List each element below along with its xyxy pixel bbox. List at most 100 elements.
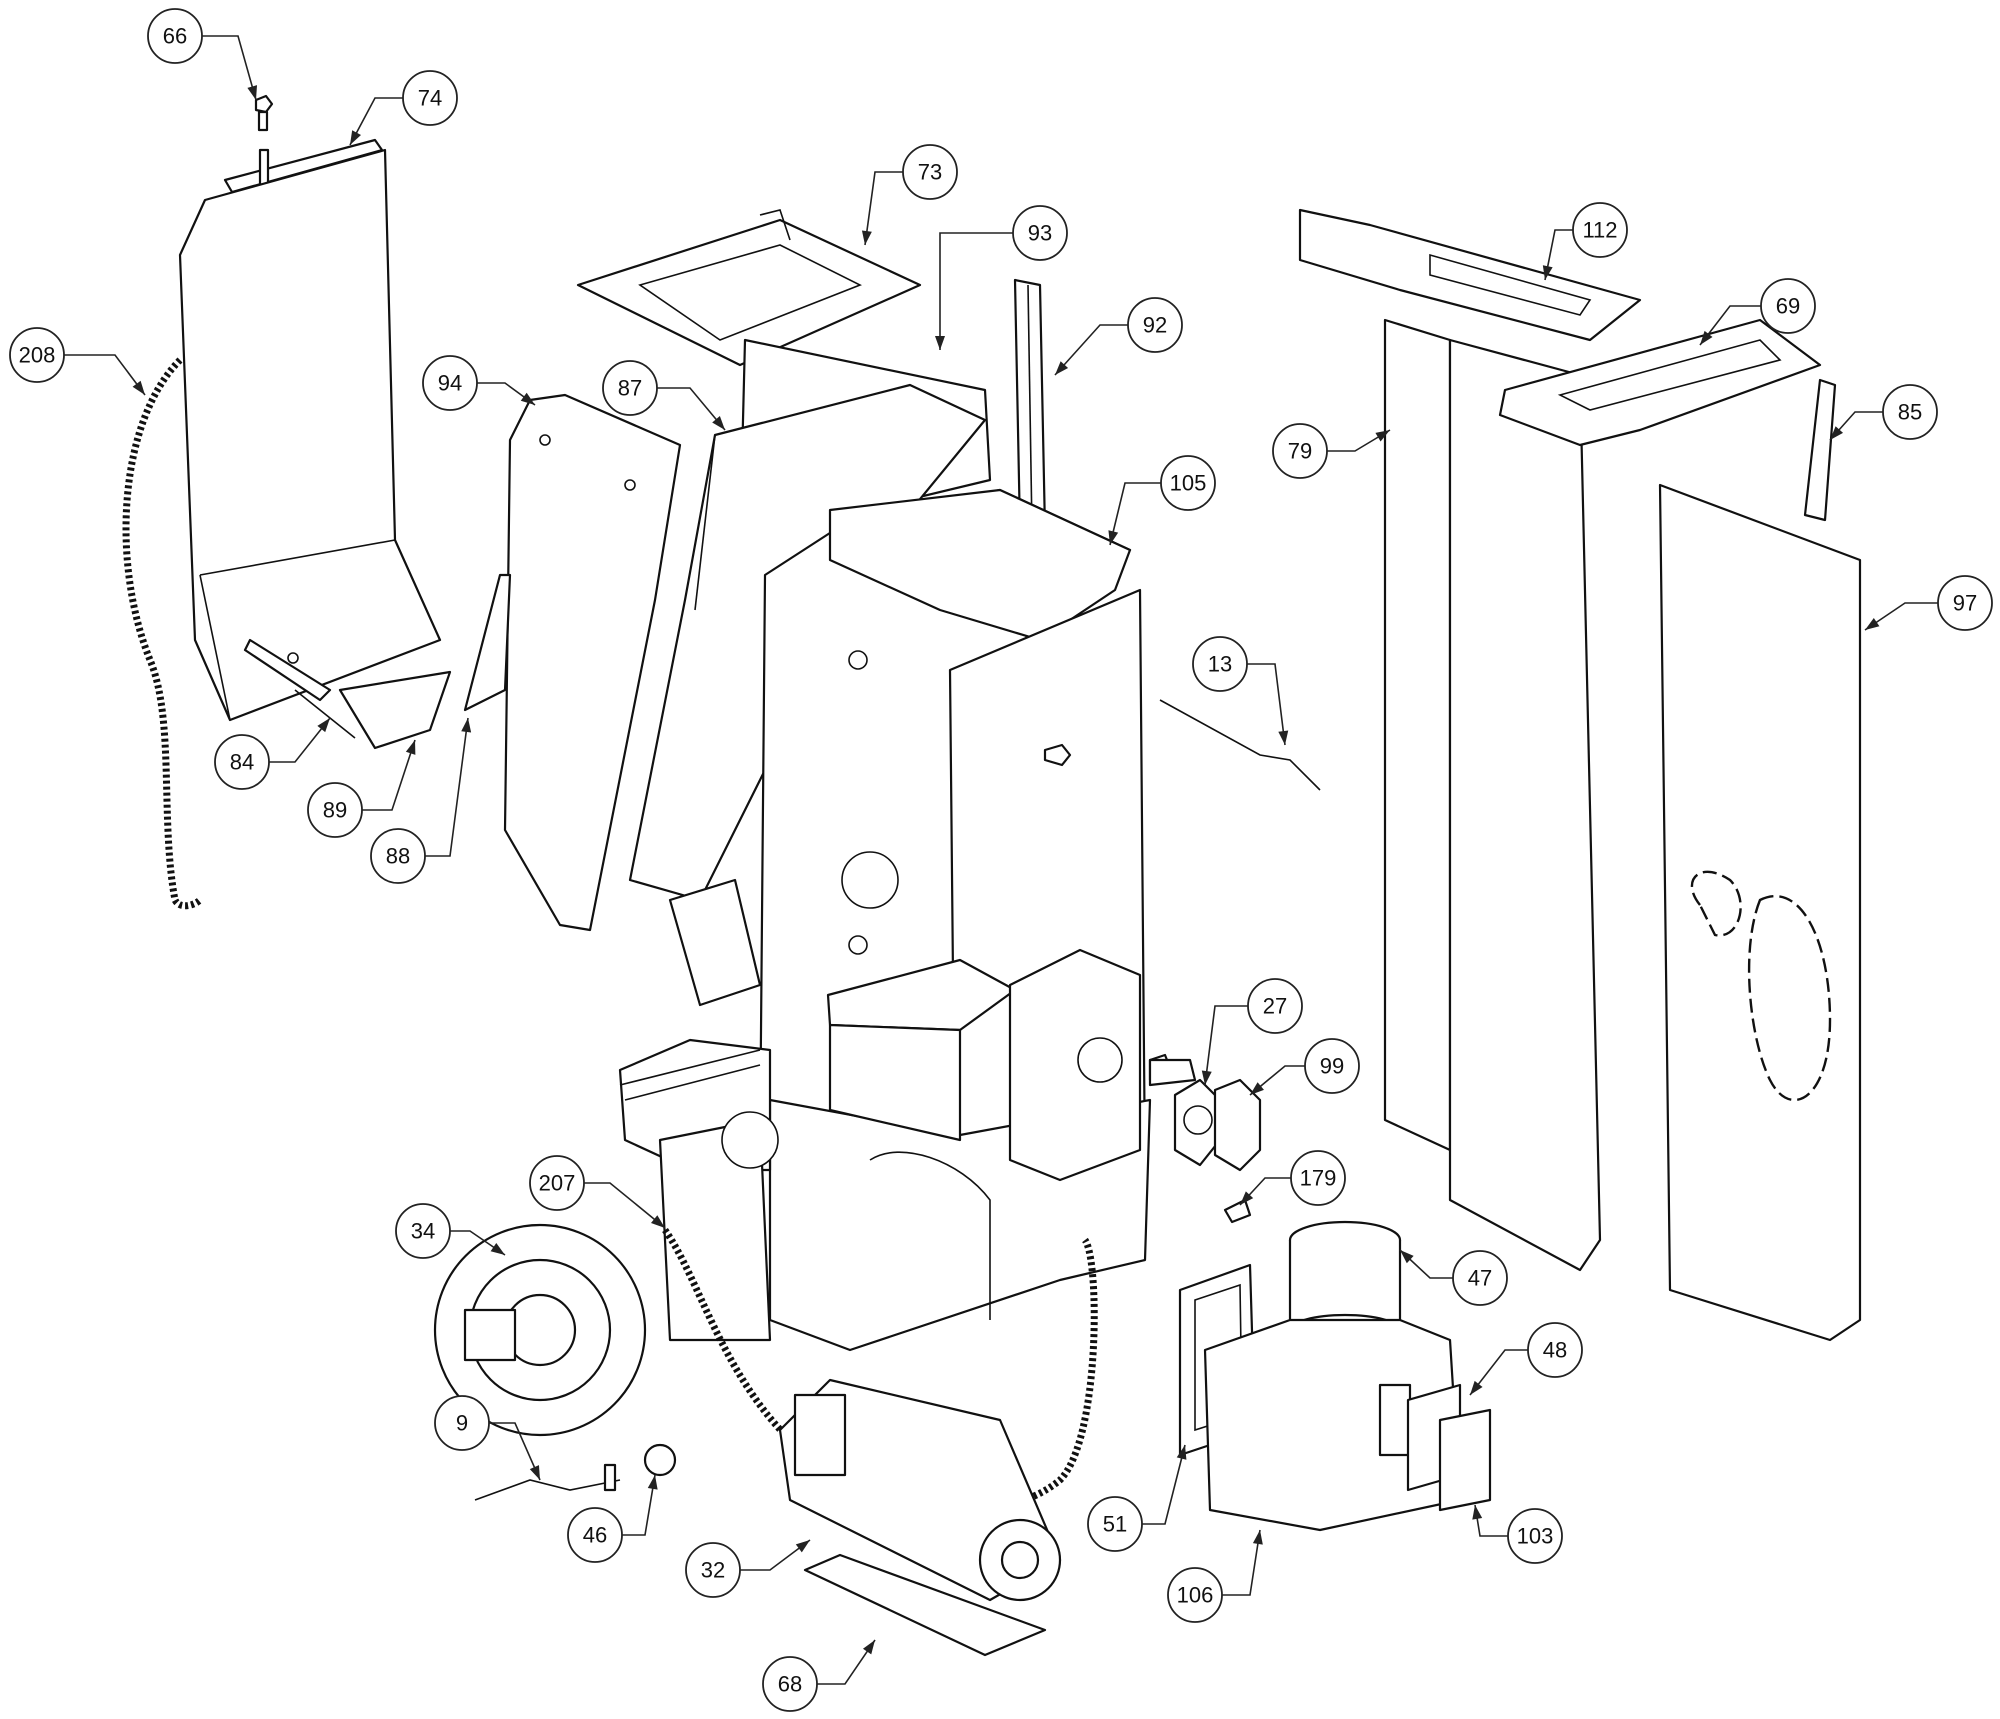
leader-arrowhead-79	[1375, 430, 1390, 442]
leader-arrowhead-93	[935, 336, 945, 350]
callout-label-89: 89	[323, 798, 347, 823]
leader-line-85	[1829, 411, 1883, 441]
leader-line-32	[740, 1539, 811, 1571]
callout-circle-85	[1882, 384, 1938, 440]
lower-cabinet-base	[768, 948, 1197, 1352]
callout-circle-89	[307, 782, 363, 838]
leader-line-74	[349, 97, 403, 146]
callout-circle-94	[422, 355, 478, 411]
callout-bubble-87: 87	[602, 360, 658, 416]
leader-line-97	[1864, 602, 1938, 631]
part-84-rod	[294, 689, 356, 739]
part-179-fitting	[1223, 1198, 1252, 1224]
callout-label-13: 13	[1208, 652, 1232, 677]
leader-line-9	[489, 1422, 541, 1481]
leader-line-27	[1204, 1005, 1248, 1086]
callout-bubble-112: 112	[1572, 202, 1628, 258]
part-79-side-panel	[1383, 318, 1602, 1272]
callout-bubble-79: 79	[1272, 423, 1328, 479]
callout-circle-93	[1012, 205, 1068, 261]
callout-bubble-46: 46	[567, 1507, 623, 1563]
callout-bubble-47: 47	[1452, 1250, 1508, 1306]
callout-circle-47	[1452, 1250, 1508, 1306]
leader-arrowhead-9	[529, 1465, 540, 1480]
callout-label-106: 106	[1177, 1583, 1214, 1608]
leader-line-68	[817, 1639, 876, 1685]
callout-label-103: 103	[1517, 1524, 1554, 1549]
callout-bubble-208: 208	[9, 327, 65, 383]
callout-label-9: 9	[456, 1411, 468, 1436]
callout-label-32: 32	[701, 1558, 725, 1583]
callout-bubble-74: 74	[402, 70, 458, 126]
callout-label-88: 88	[386, 844, 410, 869]
callout-bubble-13: 13	[1192, 636, 1248, 692]
callout-bubble-66: 66	[147, 8, 203, 64]
leader-arrowhead-105	[1108, 530, 1119, 545]
callout-label-87: 87	[618, 376, 642, 401]
callout-bubble-85: 85	[1882, 384, 1938, 440]
part-106-vent-housing	[1203, 1318, 1462, 1532]
leader-line-103	[1474, 1504, 1508, 1537]
callout-bubble-97: 97	[1937, 575, 1993, 631]
leader-line-93	[939, 232, 1013, 350]
callout-bubble-92: 92	[1127, 297, 1183, 353]
callout-circle-112	[1572, 202, 1628, 258]
callout-label-93: 93	[1028, 221, 1052, 246]
leader-arrowhead-88	[461, 718, 472, 733]
leader-line-13	[1247, 663, 1286, 746]
part-208-flex-hose	[122, 357, 203, 910]
callout-circle-27	[1247, 978, 1303, 1034]
callout-circle-84	[214, 734, 270, 790]
part-13-probe	[1159, 699, 1321, 791]
leader-arrowhead-87	[712, 416, 725, 430]
callout-circle-88	[370, 828, 426, 884]
leader-arrowhead-94	[520, 392, 535, 405]
leader-arrowhead-69	[1700, 330, 1713, 345]
part-34-blower-wheel	[433, 1223, 647, 1437]
callout-circle-87	[602, 360, 658, 416]
leader-arrowhead-85	[1830, 426, 1844, 440]
callout-bubble-48: 48	[1527, 1322, 1583, 1378]
callout-label-47: 47	[1468, 1266, 1492, 1291]
callout-bubble-27: 27	[1247, 978, 1303, 1034]
leader-line-106	[1222, 1529, 1261, 1596]
leader-line-51	[1142, 1444, 1186, 1525]
callout-label-48: 48	[1543, 1338, 1567, 1363]
leader-arrowhead-51	[1176, 1445, 1187, 1460]
leader-arrowhead-32	[795, 1540, 810, 1553]
callout-circle-99	[1304, 1038, 1360, 1094]
leader-line-88	[425, 717, 469, 857]
callout-label-46: 46	[583, 1523, 607, 1548]
part-69-frame	[1498, 318, 1822, 447]
callout-label-73: 73	[918, 160, 942, 185]
leader-arrowhead-47	[1400, 1250, 1414, 1264]
leader-line-34	[450, 1230, 506, 1256]
callout-bubble-32: 32	[685, 1542, 741, 1598]
callout-bubble-207: 207	[529, 1155, 585, 1211]
callout-label-34: 34	[411, 1219, 435, 1244]
callout-bubble-89: 89	[307, 782, 363, 838]
leader-arrowhead-99	[1250, 1082, 1264, 1095]
callout-bubble-106: 106	[1167, 1567, 1223, 1623]
leader-arrowhead-66	[247, 85, 258, 100]
callout-label-97: 97	[1953, 591, 1977, 616]
callout-label-179: 179	[1300, 1166, 1337, 1191]
callout-circle-13	[1192, 636, 1248, 692]
part-73-top-plate	[576, 209, 922, 367]
callout-bubble-73: 73	[902, 144, 958, 200]
callout-label-84: 84	[230, 750, 254, 775]
leader-arrowhead-207	[650, 1215, 665, 1228]
callout-bubble-51: 51	[1087, 1496, 1143, 1552]
callout-label-92: 92	[1143, 313, 1167, 338]
callout-label-66: 66	[163, 24, 187, 49]
part-9-probe-bracket	[474, 1463, 621, 1501]
leader-line-208	[64, 354, 146, 396]
callout-bubble-94: 94	[422, 355, 478, 411]
part-32-blower-motor	[778, 1378, 1062, 1602]
part-88-bracket	[463, 573, 512, 712]
leader-arrowhead-46	[647, 1475, 658, 1490]
leader-line-92	[1054, 324, 1128, 376]
leader-line-207	[584, 1182, 666, 1229]
callout-bubble-105: 105	[1160, 455, 1216, 511]
